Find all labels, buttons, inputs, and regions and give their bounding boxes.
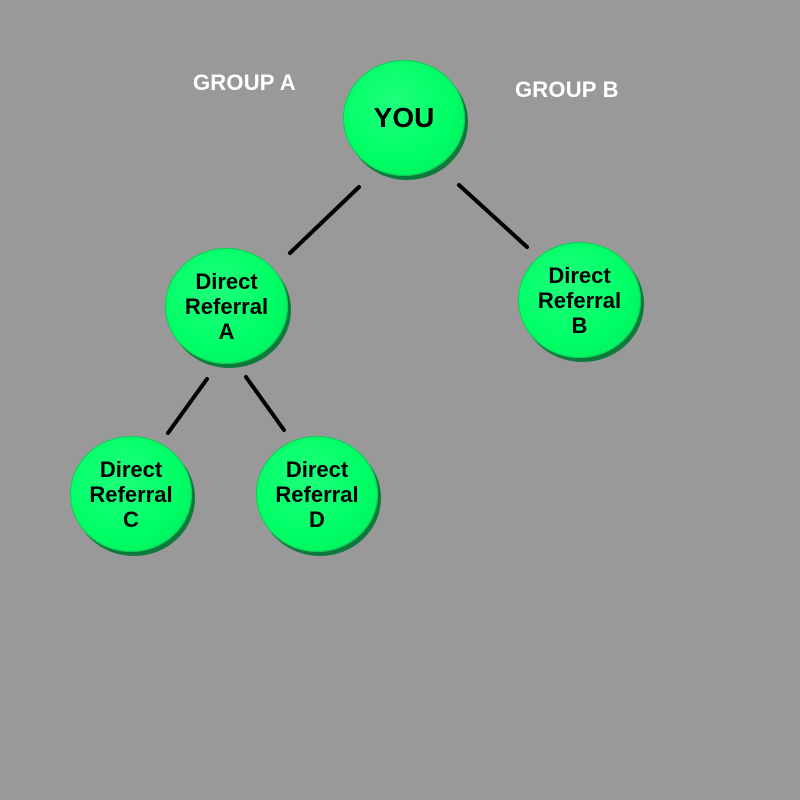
node-c-text: Direct Referral C	[89, 457, 172, 532]
node-a-line2: Referral	[184, 293, 269, 319]
node-a-line3: A	[218, 318, 235, 344]
node-direct-referral-b: Direct Referral B	[518, 242, 641, 358]
node-b-line3: B	[571, 312, 588, 338]
node-c-line1: Direct	[99, 456, 163, 482]
node-c-line3: C	[123, 506, 139, 532]
node-d-line3: D	[309, 506, 325, 532]
node-d-line2: Referral	[275, 481, 359, 507]
node-b-text: Direct Referral B	[538, 263, 621, 338]
node-c-line2: Referral	[89, 481, 173, 507]
group-a-label: GROUP A	[193, 70, 296, 95]
edge-a-to-d	[244, 375, 286, 432]
node-direct-referral-c: Direct Referral C	[70, 436, 192, 552]
node-you-label: YOU	[373, 102, 435, 133]
edge-you-to-a	[288, 185, 361, 255]
edge-a-to-c	[166, 377, 209, 435]
node-a-text: Direct Referral A	[185, 269, 268, 344]
node-b-line1: Direct	[548, 262, 611, 288]
node-a-line1: Direct	[195, 268, 258, 294]
node-you: YOU	[343, 60, 465, 176]
node-direct-referral-a: Direct Referral A	[165, 248, 288, 364]
node-b-line2: Referral	[537, 287, 622, 313]
node-direct-referral-d: Direct Referral D	[256, 436, 378, 552]
edge-you-to-b	[457, 183, 529, 249]
node-you-text: YOU	[374, 103, 435, 133]
node-d-line1: Direct	[285, 456, 349, 482]
node-d-text: Direct Referral D	[275, 457, 358, 532]
group-b-label: GROUP B	[515, 77, 619, 102]
